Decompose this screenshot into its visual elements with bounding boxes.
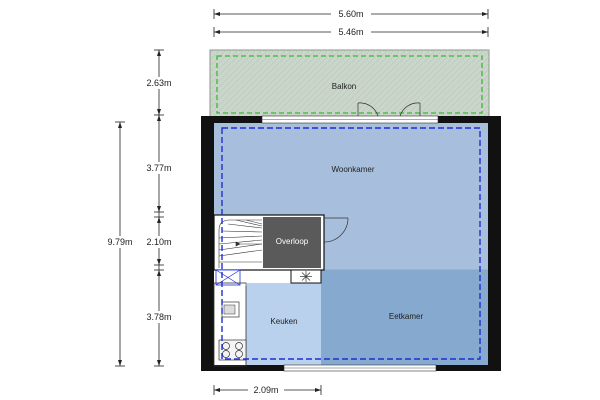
dim-kitchen-width: 2.09m bbox=[253, 385, 278, 395]
living-area-boundary bbox=[221, 127, 481, 360]
kitchen-counter bbox=[213, 282, 247, 367]
room-label-balcony: Balkon bbox=[332, 82, 356, 91]
dimension-arrows bbox=[118, 12, 488, 392]
room-label-kitchen: Keuken bbox=[270, 317, 297, 326]
dim-total-width: 5.60m bbox=[338, 9, 363, 19]
ceiling-light-icon bbox=[300, 271, 312, 282]
door-swing-icon bbox=[357, 102, 421, 117]
stove-icon bbox=[218, 339, 247, 361]
dim-living-depth: 3.77m bbox=[146, 163, 171, 173]
room-label-landing: Overloop bbox=[276, 237, 309, 246]
room-label-living: Woonkamer bbox=[332, 165, 375, 174]
dim-stair-depth: 2.10m bbox=[146, 237, 171, 247]
room-label-dining: Eetkamer bbox=[389, 312, 424, 321]
landing-floor bbox=[263, 217, 321, 268]
balcony: Balkon bbox=[209, 49, 490, 118]
landing-door-icon bbox=[323, 217, 349, 243]
stair-block: Overloop bbox=[213, 214, 349, 271]
dim-total-depth: 9.79m bbox=[107, 237, 132, 247]
dim-inner-width: 5.46m bbox=[338, 27, 363, 37]
dim-balcony-depth: 2.63m bbox=[146, 78, 171, 88]
dining-room-floor bbox=[321, 269, 488, 366]
dim-dining-depth: 3.78m bbox=[146, 312, 171, 322]
sink-icon bbox=[221, 301, 240, 318]
kitchen-floor bbox=[246, 283, 321, 366]
balcony-boundary bbox=[216, 55, 483, 114]
